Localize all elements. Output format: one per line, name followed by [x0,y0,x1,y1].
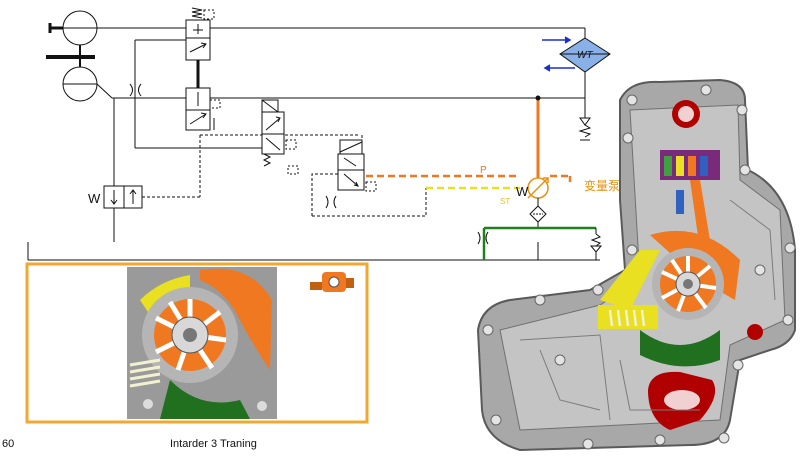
spring-icon [191,7,203,19]
flow-arrow [542,36,575,72]
proportional-valve [337,139,377,192]
hydraulic-schematic: W [27,7,620,261]
page-number: 60 [2,438,15,450]
accumulator-icon [46,45,98,102]
valve-bores [660,150,720,250]
variable-pump-icon: W [516,177,549,199]
pressure-line-label: P [480,165,487,176]
housing-pump-wheel [598,230,740,367]
housing-ribs [519,199,776,421]
spring-icon [262,153,272,167]
heat-exchanger-icon: WT [559,37,611,73]
orifice-icon [325,195,337,209]
valve-w-label: W [88,191,101,206]
pump-w-label: W [516,184,529,199]
check-valve-icon [578,110,592,141]
orifice-icon [129,83,142,97]
closeup-frame [25,262,369,424]
solenoid-valve [261,99,299,175]
orifice-icon [477,231,489,245]
housing-cavity-bottom [648,324,763,430]
valve-left: W [88,185,200,209]
stator-line-label: ST [500,197,510,206]
spring-icon [590,233,602,247]
check-valve-icon [589,228,603,260]
filter-icon [529,205,547,223]
pump-unit-icon [310,272,354,292]
heat-exchanger-label: WT [577,50,593,61]
pump-closeup-photo [127,267,277,419]
spring-icon [578,124,592,138]
directional-valve-top [185,7,215,61]
footer-title: Intarder 3 Traning [170,438,257,450]
directional-valve-middle [185,87,221,131]
housing-cavity-top [672,100,700,128]
variable-pump-label: 变量泵 [584,178,620,193]
housing-bolts [482,84,796,450]
housing-render [476,78,796,452]
accumulator-icon [48,10,98,46]
solenoid-icon [261,111,285,135]
